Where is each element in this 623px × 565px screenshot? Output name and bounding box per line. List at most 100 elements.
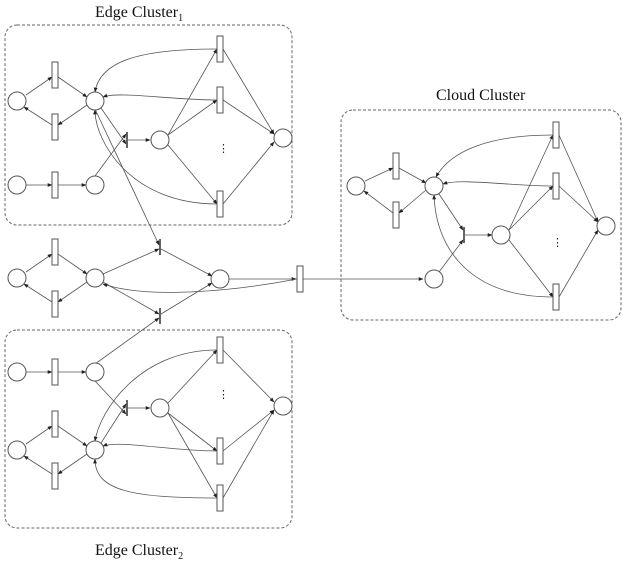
edge-cluster-1-box (4, 24, 293, 226)
edge1-place-center (150, 130, 170, 150)
edge1-arc-d1 (25, 76, 53, 96)
arcs (23, 48, 599, 499)
edge2-arc-d3 (57, 453, 88, 475)
edge1-place-seq-start (7, 175, 27, 195)
cloud-place-hub (424, 176, 444, 196)
ellipsis-edge-1: ⋮ (218, 142, 229, 155)
edge1-arc-d3 (57, 104, 88, 126)
edge2-arc-center-fan-2 (167, 412, 218, 452)
edge2-arc-fan-sink-1 (222, 349, 275, 403)
edge2-place-seq-end (85, 362, 105, 382)
mid-transition-top (51, 238, 59, 266)
cloud-arc-center-fan-1 (508, 134, 554, 231)
edge1-transition-fan-1 (216, 35, 224, 63)
transitions (51, 35, 560, 512)
cloud-cluster-label: Cloud Cluster (436, 87, 526, 104)
edge2-place-center (150, 398, 170, 418)
edge1-place-seq-end (85, 175, 105, 195)
cloud-place-center (491, 225, 511, 245)
edge1-arc-center-fan-2 (167, 99, 218, 136)
edge1-arc-hub-bar (100, 107, 127, 145)
cloud-place-in (424, 269, 444, 289)
edge2-arc-d1 (25, 425, 53, 445)
mid-arc-3 (57, 281, 88, 303)
cloud-arc-d4 (363, 190, 394, 214)
edge1-arc-return-1 (93, 48, 218, 93)
cloud-place-diamond-left (346, 176, 366, 196)
mid-arc-bottom-join (160, 282, 213, 315)
edge2-transition-fan-1 (216, 336, 224, 364)
edge1-arc-return-2 (102, 93, 218, 101)
edge1-place-diamond-left (7, 91, 27, 111)
edge2-arc-d2 (57, 425, 88, 447)
mid-place-join (210, 269, 230, 289)
mid-arc-hub-bottom (102, 281, 160, 315)
cloud-place-sink (596, 216, 616, 236)
cloud-arc-in-bar (438, 239, 464, 273)
edge2-arc-fan-sink-2 (222, 409, 275, 452)
link-edge2-to-mid (94, 317, 160, 365)
cloud-cluster-box (340, 109, 622, 321)
cloud-transition-fan-3 (552, 283, 560, 311)
edge1-place-hub (85, 91, 105, 111)
cloud-arc-return-3 (432, 194, 554, 298)
places (7, 91, 616, 460)
mid-arc-curve-back (102, 278, 298, 293)
edge2-place-diamond-left (7, 440, 27, 460)
edge2-arc-to-bar-a (94, 380, 127, 415)
edge-cluster-2-label: Edge Cluster2 (95, 542, 183, 562)
edge1-transition-seq (51, 171, 59, 199)
ellipsis-edge-2: ⋮ (218, 388, 229, 401)
edge2-transition-fan-3 (216, 484, 224, 512)
mid-place-hub (85, 268, 105, 288)
cloud-arc-fan-sink-1 (558, 134, 599, 223)
edge1-place-sink (273, 128, 293, 148)
link-edge1-to-mid (94, 108, 160, 246)
edge-cluster-1-label: Edge Cluster1 (95, 4, 183, 24)
edge1-arc-center-fan-1 (167, 48, 218, 136)
cloud-arc-fan-sink-2 (558, 185, 599, 223)
mid-place-left (7, 268, 27, 288)
mid-transition-bottom (51, 290, 59, 318)
cloud-arc-hub-bar (438, 193, 464, 231)
edge1-arc-return-3 (93, 109, 218, 205)
edge1-arc-fan-sink-3 (222, 141, 275, 205)
mid-arc-top-join (160, 248, 213, 277)
edge1-transition-diamond-bottom (51, 113, 59, 141)
edge2-arc-fan-sink-3 (222, 409, 275, 499)
edge1-transition-fan-2 (216, 86, 224, 114)
mid-arc-1 (25, 253, 53, 273)
cloud-arc-fan-sink-3 (558, 229, 599, 298)
cloud-arc-d1 (364, 167, 394, 182)
edge2-arc-d4 (23, 455, 53, 475)
edge2-place-hub (85, 440, 105, 460)
edge2-arc-return-1 (93, 349, 218, 442)
cloud-arc-center-fan-2 (508, 185, 554, 231)
cloud-transition-diamond-bottom (392, 201, 400, 229)
edge2-transition-diamond-top (51, 410, 59, 438)
edge2-arc-return-2 (102, 442, 218, 452)
edge1-arc-fan-sink-1 (222, 48, 275, 135)
edge2-place-seq-start (7, 362, 27, 382)
mid-arc-2 (57, 253, 88, 275)
cloud-transition-diamond-top (392, 152, 400, 180)
mid-arc-4 (23, 283, 53, 303)
edge2-transition-fan-2 (216, 437, 224, 465)
cloud-arc-return-2 (442, 180, 554, 187)
edge1-arc-d2 (57, 76, 88, 98)
edge1-transition-fan-3 (216, 190, 224, 218)
cloud-arc-center-fan-3 (508, 239, 554, 298)
edge1-arc-center-fan-3 (167, 144, 218, 205)
edge2-arc-hub-bar (100, 403, 127, 444)
edge2-place-sink (273, 396, 293, 416)
ellipsis-cloud: ⋮ (552, 236, 563, 249)
edge1-arc-d4 (23, 106, 53, 126)
edge2-arc-center-fan-1 (167, 349, 218, 404)
edge2-transition-diamond-bottom (51, 462, 59, 490)
mid-arc-hub-top (102, 248, 160, 275)
edge2-arc-return-3 (93, 458, 218, 499)
edge1-arc-to-bar-a (94, 133, 127, 177)
edge-cluster-2-box (4, 329, 293, 529)
edge2-arc-center-fan-3 (167, 412, 218, 499)
